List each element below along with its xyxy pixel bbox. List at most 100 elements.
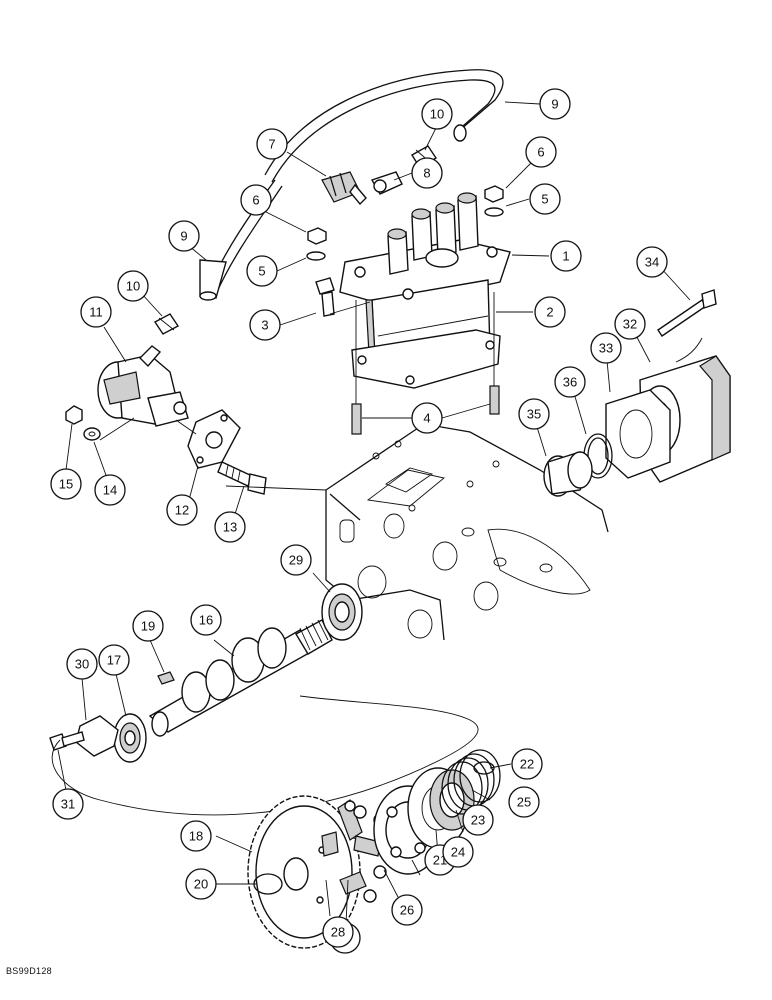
leader-lines	[57, 101, 691, 925]
svg-text:19: 19	[141, 619, 155, 634]
pump-nut-right	[484, 185, 504, 217]
camshaft-bearing	[321, 583, 363, 641]
callout-25: 25	[508, 786, 540, 818]
lift-pump-nut	[65, 405, 83, 425]
svg-text:10: 10	[430, 107, 444, 122]
svg-text:23: 23	[471, 813, 485, 828]
svg-text:8: 8	[423, 166, 430, 181]
callout-26: 26	[391, 894, 423, 926]
callout-16: 16	[190, 604, 222, 636]
callout-5-right: 5	[529, 183, 561, 215]
svg-text:14: 14	[103, 483, 117, 498]
svg-text:6: 6	[537, 145, 544, 160]
svg-text:30: 30	[75, 657, 89, 672]
callout-10-left: 10	[117, 270, 149, 302]
hose-clamp-left	[153, 313, 180, 335]
svg-text:7: 7	[268, 137, 275, 152]
callout-35: 35	[518, 398, 550, 430]
callout-19: 19	[132, 610, 164, 642]
svg-text:9: 9	[180, 229, 187, 244]
svg-text:15: 15	[59, 477, 73, 492]
pump-stud-right	[489, 385, 500, 415]
housing-gasket	[605, 389, 671, 479]
spring-retainer-ring	[473, 761, 495, 775]
banjo-fitting	[370, 171, 403, 195]
callout-20: 20	[185, 868, 217, 900]
svg-text:5: 5	[541, 192, 548, 207]
callout-4: 4	[411, 402, 443, 434]
svg-text:5: 5	[258, 264, 265, 279]
callout-12: 12	[166, 494, 198, 526]
callout-18: 18	[180, 820, 212, 852]
callout-22: 22	[511, 748, 543, 780]
svg-text:1: 1	[562, 249, 569, 264]
drive-housing-bolt	[657, 289, 717, 337]
callout-30: 30	[66, 648, 98, 680]
svg-text:13: 13	[223, 520, 237, 535]
svg-text:32: 32	[623, 317, 637, 332]
callout-9-left: 9	[168, 220, 200, 252]
pump-mount-bolt	[315, 277, 335, 317]
svg-text:3: 3	[261, 318, 268, 333]
lift-pump-gasket	[187, 409, 241, 469]
callout-14: 14	[94, 474, 126, 506]
svg-text:9: 9	[551, 97, 558, 112]
callout-2: 2	[534, 296, 566, 328]
callout-36: 36	[554, 366, 586, 398]
svg-text:12: 12	[175, 503, 189, 518]
fuel-lift-pump	[97, 345, 189, 427]
svg-text:26: 26	[400, 903, 414, 918]
svg-text:29: 29	[289, 553, 303, 568]
svg-text:16: 16	[199, 613, 213, 628]
front-bearing	[113, 713, 147, 763]
callout-1: 1	[550, 240, 582, 272]
engine-block	[325, 423, 609, 641]
callout-33: 33	[590, 332, 622, 364]
callout-32: 32	[614, 308, 646, 340]
lift-pump-washer	[83, 427, 101, 441]
callout-5-left: 5	[246, 255, 278, 287]
callout-7: 7	[256, 128, 288, 160]
callout-28: 28	[322, 916, 354, 948]
callout-34: 34	[636, 246, 668, 278]
bushing	[543, 451, 593, 497]
callout-23: 23	[462, 804, 494, 836]
callout-9-upper: 9	[539, 88, 571, 120]
banjo-bolt	[321, 171, 367, 206]
callout-6-right: 6	[525, 136, 557, 168]
fuel-injection-pump	[339, 192, 511, 389]
svg-text:35: 35	[527, 407, 541, 422]
callout-13: 13	[214, 511, 246, 543]
svg-text:17: 17	[107, 653, 121, 668]
svg-text:20: 20	[194, 877, 208, 892]
callout-17: 17	[98, 644, 130, 676]
svg-text:6: 6	[252, 193, 259, 208]
svg-text:4: 4	[423, 411, 430, 426]
camshaft	[148, 619, 333, 737]
svg-text:28: 28	[331, 925, 345, 940]
governor-weights	[321, 799, 381, 895]
callout-10-upper: 10	[421, 98, 453, 130]
svg-text:22: 22	[520, 757, 534, 772]
svg-text:31: 31	[61, 797, 75, 812]
lift-pump-bolt	[217, 461, 267, 495]
svg-text:24: 24	[451, 845, 465, 860]
callout-31: 31	[52, 788, 84, 820]
diagram-code: BS99D128	[6, 966, 52, 976]
pump-nut-left	[306, 227, 327, 261]
callout-15: 15	[50, 468, 82, 500]
svg-text:25: 25	[517, 795, 531, 810]
governor-spring	[441, 749, 501, 815]
callout-3: 3	[249, 309, 281, 341]
callout-29: 29	[280, 544, 312, 576]
callout-6-left: 6	[240, 184, 272, 216]
callout-24: 24	[442, 836, 474, 868]
svg-text:34: 34	[645, 255, 659, 270]
svg-text:11: 11	[89, 305, 103, 320]
woodruff-key	[157, 671, 175, 685]
callout-8: 8	[411, 157, 443, 189]
svg-text:18: 18	[189, 829, 203, 844]
svg-text:10: 10	[126, 279, 140, 294]
pump-stud-left	[351, 403, 362, 435]
